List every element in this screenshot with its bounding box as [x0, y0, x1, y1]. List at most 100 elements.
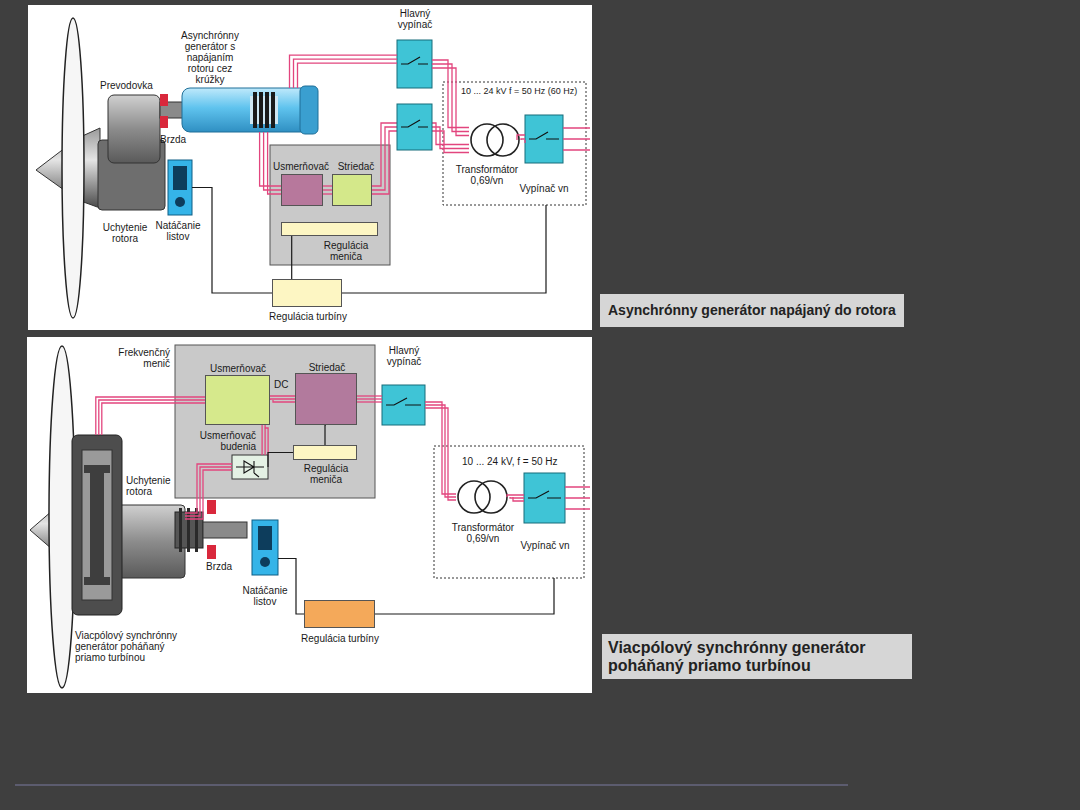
part-label: Uchytenie rotora	[126, 475, 178, 497]
generator-end	[300, 86, 318, 134]
power-wire-bundle	[323, 186, 332, 194]
turbine-control-box: Regulácia turbíny	[272, 279, 342, 307]
brake-pad	[207, 545, 216, 559]
coupling-ring	[187, 508, 190, 552]
inverter-box: Striedač	[332, 174, 372, 206]
wire	[357, 395, 382, 396]
control-line	[291, 236, 293, 279]
gearbox	[108, 95, 160, 163]
power-wire-bundle	[185, 464, 232, 519]
rule-line	[15, 785, 848, 786]
generator: Asynchrónny generátor s napájaním rotoru…	[182, 88, 318, 132]
brake-pad	[207, 500, 216, 514]
node-label: Regulácia turbíny	[295, 633, 385, 644]
wire	[96, 397, 205, 435]
node-label: Viacpólový synchrónny generátor poháňaný…	[75, 630, 193, 663]
transformer-coil	[487, 124, 519, 156]
coupling-rings	[179, 508, 198, 552]
switch-symbol	[401, 57, 428, 64]
thyristor-symbol	[236, 461, 264, 477]
node-label: Natáčanie listov	[152, 220, 204, 242]
node-label: Frekvenčný menič	[100, 347, 170, 369]
power-wire-bundle	[267, 396, 295, 402]
blade	[62, 18, 84, 318]
wire	[425, 405, 456, 497]
grid-wires	[565, 487, 590, 509]
control-line	[325, 425, 326, 445]
part-label: Brzda	[160, 134, 186, 145]
node-label: Striedač	[297, 362, 357, 373]
wire	[517, 135, 525, 140]
caption: Asynchrónny generátor napájaný do rotora	[600, 294, 904, 327]
wire	[432, 68, 469, 136]
wire	[510, 497, 524, 498]
wire	[185, 467, 232, 516]
wire	[425, 402, 456, 494]
wire	[99, 400, 205, 435]
slip-ring	[271, 92, 275, 128]
generator: Viacpólový synchrónny generátor poháňaný…	[70, 435, 185, 615]
switch-symbol	[528, 491, 561, 498]
pitch-drive-part	[173, 166, 187, 190]
power-wire-bundle	[432, 60, 469, 136]
slip-ring	[253, 92, 257, 128]
power-wire-bundle	[290, 55, 398, 88]
pitch-drive	[252, 520, 278, 575]
wire	[325, 425, 326, 445]
switch-box	[525, 115, 563, 163]
signal-label: DC	[274, 379, 288, 390]
node-label: Usmerňovač	[208, 363, 268, 374]
node-label: Striedač	[326, 161, 386, 172]
control-line	[342, 205, 546, 293]
control-line	[268, 453, 293, 468]
node-label: 10 ... 24 kV f = 50 Hz (60 Hz)	[461, 87, 577, 97]
wire	[290, 55, 398, 88]
wire	[425, 408, 456, 500]
transformer: Transformátor 0,69/vn	[456, 480, 510, 514]
generator-core	[84, 465, 110, 473]
substation-frame	[434, 446, 584, 578]
part-label: Uchytenie rotora	[100, 222, 150, 244]
pitch-drive: Natáčanie listov	[168, 160, 192, 215]
part-label: Brzda	[206, 561, 232, 572]
wire	[294, 59, 398, 88]
slip-ring	[259, 92, 263, 128]
wire	[342, 205, 546, 293]
frequency-converter: Frekvenčný meničUsmerňovačStriedačUsmerň…	[175, 345, 375, 498]
node-label: Usmerňovač budenia	[194, 430, 256, 452]
node-label: Regulácia meniča	[296, 463, 356, 485]
pitch-drive-part	[175, 197, 185, 207]
wire	[260, 132, 281, 186]
switch-symbol	[386, 398, 421, 405]
wire	[265, 428, 268, 455]
wire	[357, 401, 382, 402]
node-label: Regulácia turbíny	[263, 311, 353, 322]
switch-box	[397, 40, 432, 88]
power-wire-bundle	[96, 397, 205, 435]
pitch-drive-part	[260, 557, 270, 567]
caption: Viacpólový synchrónny generátor poháňaný…	[602, 634, 912, 679]
wire	[185, 464, 232, 513]
rectifier-box: Usmerňovač	[281, 174, 323, 206]
transformer-coil	[475, 481, 507, 513]
node-label: Transformátor 0,69/vn	[449, 522, 517, 544]
generator-core	[90, 465, 104, 585]
brake-pad	[160, 94, 168, 106]
wire	[291, 236, 293, 279]
generator-core	[84, 577, 110, 585]
brake-pad	[160, 116, 168, 128]
shaft	[203, 522, 247, 538]
wire	[507, 495, 524, 497]
node-label: Hlavný vypínač	[373, 345, 435, 367]
node-label: Vypínač vn	[514, 183, 574, 194]
panel	[27, 337, 592, 693]
wire	[513, 497, 524, 501]
generator-stator	[72, 435, 122, 615]
wire	[323, 185, 332, 186]
converter-housing	[175, 345, 375, 498]
node-label: Hlavný vypínač	[385, 8, 445, 30]
wire	[357, 398, 382, 399]
part-label: Prevodovka	[100, 80, 153, 91]
blade	[49, 346, 75, 688]
